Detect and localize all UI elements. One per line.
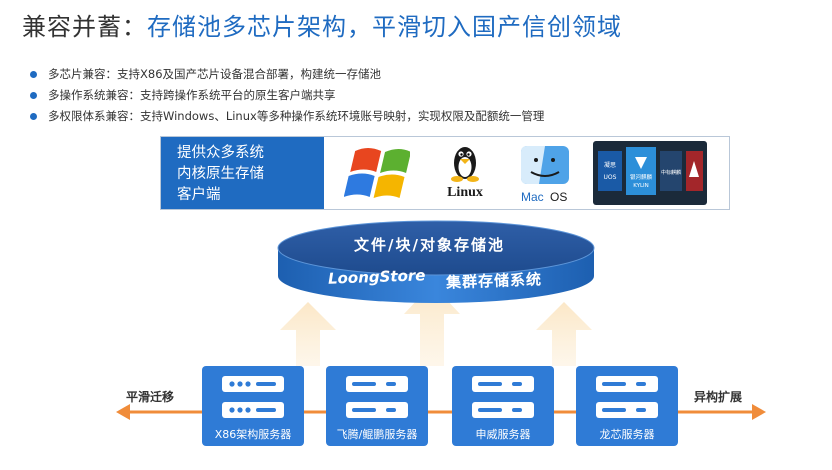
mac-os-logo-text-os: OS	[550, 190, 567, 204]
smooth-migration-label: 平滑迁移	[126, 390, 175, 404]
loongstore-brand: LoongStore	[327, 266, 426, 288]
server-bars-icon	[602, 382, 646, 386]
up-arrow-3	[536, 302, 592, 366]
mac-os-logo-icon: Mac OS	[521, 146, 569, 204]
server-unit	[222, 402, 284, 418]
server-unit	[222, 376, 284, 392]
domestic-os-logos-icon: 凝思 UOS 银河麒麟 KYLIN 中标麒麟	[593, 141, 707, 205]
title-lead: 兼容并蓄：	[22, 13, 147, 41]
up-arrow-2	[404, 284, 460, 366]
server-feiteng-kunpeng: 飞腾/鲲鹏服务器	[326, 366, 428, 446]
cluster-system-label: 集群存储系统	[445, 270, 543, 292]
server-unit	[346, 376, 408, 392]
feature-item-chips: 多芯片兼容：支持X86及国产芯片设备混合部署，构建统一存储池	[28, 64, 544, 85]
right-arrowhead-icon	[752, 404, 766, 420]
feature-list: 多芯片兼容：支持X86及国产芯片设备混合部署，构建统一存储池 多操作系统兼容：支…	[28, 64, 544, 127]
up-arrow-1	[280, 302, 336, 366]
server-bars-icon	[478, 408, 522, 412]
storage-pool-label: 文件/块/对象存储池	[354, 236, 505, 254]
server-unit	[472, 402, 534, 418]
server-x86: X86架构服务器	[202, 366, 304, 446]
domestic-os-4: KYLIN	[633, 183, 649, 189]
server-label: 飞腾/鲲鹏服务器	[336, 428, 418, 441]
windows-logo-icon	[344, 148, 410, 198]
server-label: 龙芯服务器	[599, 428, 655, 441]
server-bars-icon	[352, 382, 396, 386]
server-shenwei: 申威服务器	[452, 366, 554, 446]
server-unit	[346, 402, 408, 418]
server-loongson: 龙芯服务器	[576, 366, 678, 446]
client-label-line-3: 客户端	[177, 187, 221, 203]
domestic-os-3: 银河麒麟	[630, 173, 653, 181]
server-unit	[596, 376, 658, 392]
server-dots-icon	[229, 407, 276, 413]
client-label-line-1: 提供众多系统	[177, 145, 264, 161]
page-title: 兼容并蓄：存储池多芯片架构，平滑切入国产信创领域	[22, 10, 622, 44]
server-label: X86架构服务器	[214, 428, 292, 441]
feature-item-permissions: 多权限体系兼容：支持Windows、Linux等多种操作系统环境账号映射，实现权…	[28, 106, 544, 127]
heterogeneous-expansion-label: 异构扩展	[694, 390, 743, 404]
linux-logo-icon: Linux	[447, 147, 483, 200]
server-bars-icon	[352, 408, 396, 412]
server-bars-icon	[602, 408, 646, 412]
title-rest: 存储池多芯片架构，平滑切入国产信创领域	[147, 13, 622, 41]
native-client-label: 提供众多系统 内核原生存储 客户端	[161, 137, 324, 209]
linux-logo-text: Linux	[447, 185, 483, 200]
domestic-os-1: 凝思	[604, 161, 616, 169]
server-label: 申威服务器	[475, 428, 531, 441]
server-unit	[472, 376, 534, 392]
domestic-os-2: UOS	[604, 174, 617, 181]
feature-item-os: 多操作系统兼容：支持跨操作系统平台的原生客户端共享	[28, 85, 544, 106]
server-dots-icon	[229, 381, 276, 387]
server-unit	[596, 402, 658, 418]
native-client-panel: 提供众多系统 内核原生存储 客户端 Linux Mac OS	[160, 136, 730, 210]
mac-os-logo-text-mac: Mac	[521, 190, 544, 204]
left-arrowhead-icon	[116, 404, 130, 420]
server-bars-icon	[478, 382, 522, 386]
domestic-os-5: 中标麒麟	[661, 169, 681, 176]
client-label-line-2: 内核原生存储	[177, 166, 264, 182]
